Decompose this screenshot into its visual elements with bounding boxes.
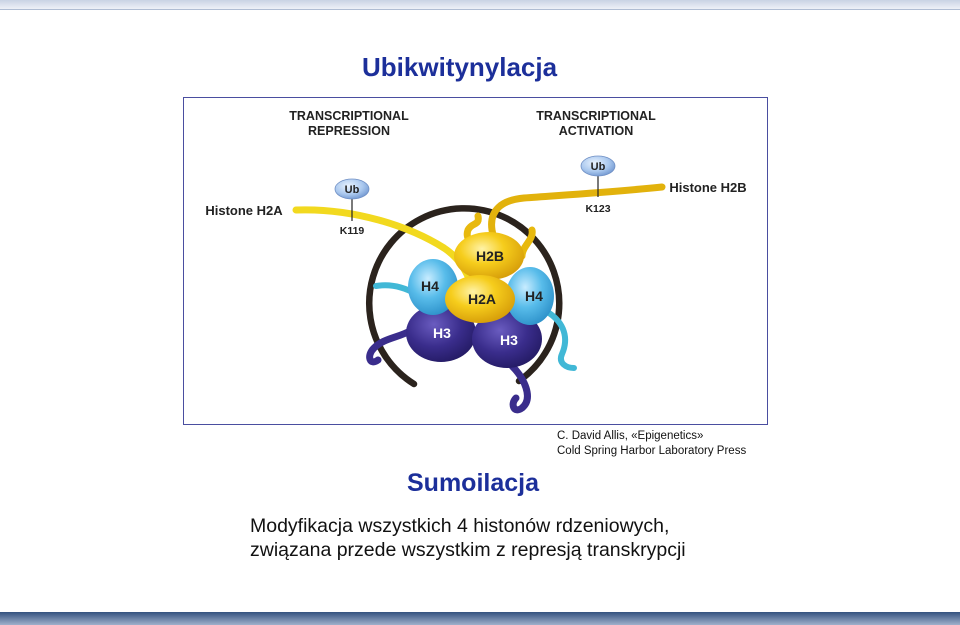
h3-left-subunit [406, 304, 476, 362]
histone-h2a-label: Histone H2A [205, 203, 283, 218]
h4-tail-right [546, 310, 577, 371]
h2a-subunit [445, 275, 515, 323]
header-activation-line2: ACTIVATION [559, 124, 634, 138]
credit-author: C. David Allis, «Epigenetics» [557, 430, 704, 442]
description-line-2: związana przede wszystkim z represją tra… [250, 539, 686, 561]
histone-h2b-label: Histone H2B [669, 180, 746, 195]
h3-tail-left [366, 326, 416, 366]
description-line-1: Modyfikacja wszystkich 4 histonów rdzeni… [250, 515, 670, 537]
section-title-sumoylation: Sumoilacja [407, 469, 539, 497]
header-repression-line2: REPRESSION [308, 124, 390, 138]
h3-right-subunit [472, 310, 542, 368]
top-border-bar [0, 0, 960, 10]
h2b-subunit [454, 232, 524, 280]
h3-right-label: H3 [500, 332, 518, 348]
ub-left-label: Ub [345, 184, 360, 196]
h3-tail-right [508, 362, 531, 414]
ubiquitination-figure: TRANSCRIPTIONAL REPRESSION TRANSCRIPTION… [183, 97, 768, 425]
h4-left-label: H4 [421, 278, 439, 294]
h2a-label: H2A [468, 291, 496, 307]
credit-publisher: Cold Spring Harbor Laboratory Press [557, 445, 747, 457]
slide-title: Ubikwitynylacja [362, 52, 558, 82]
ub-right-label: Ub [591, 161, 606, 173]
k123-label: K123 [585, 203, 610, 215]
h2b-label: H2B [476, 248, 504, 264]
nucleosome-diagram: TRANSCRIPTIONAL REPRESSION TRANSCRIPTION… [205, 109, 747, 414]
header-activation-line1: TRANSCRIPTIONAL [536, 109, 656, 123]
ub-right-bubble [580, 155, 616, 177]
bottom-border-bar [0, 612, 960, 625]
ub-left-bubble [334, 178, 370, 200]
header-repression-line1: TRANSCRIPTIONAL [289, 109, 409, 123]
h4-right-label: H4 [525, 288, 543, 304]
h4-right-subunit [506, 267, 554, 325]
h3-left-label: H3 [433, 325, 451, 341]
k119-label: K119 [340, 225, 365, 237]
